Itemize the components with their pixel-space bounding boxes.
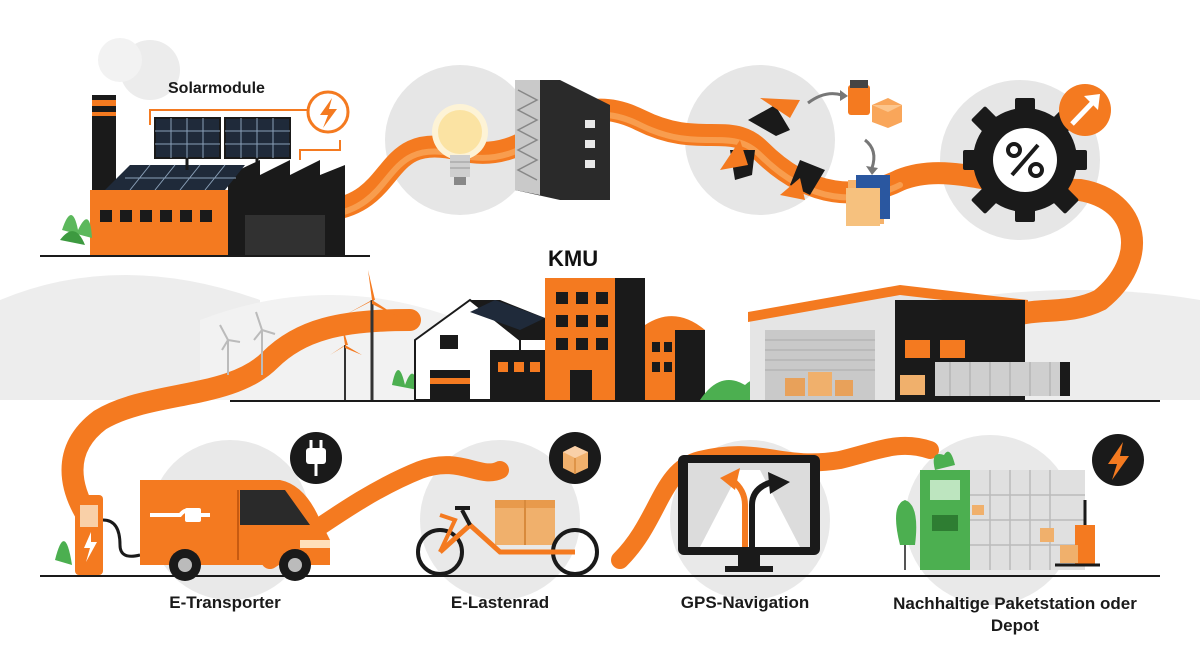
label-kmu: KMU bbox=[548, 246, 599, 271]
percent-icon bbox=[1006, 142, 1044, 178]
lightning-bolt-icon bbox=[306, 90, 350, 134]
cargo-bike bbox=[416, 500, 599, 576]
orange-wind-turbines bbox=[330, 270, 400, 400]
factory bbox=[40, 38, 370, 257]
package-icon bbox=[549, 432, 601, 484]
label-e-lastenrad: E-Lastenrad bbox=[450, 593, 550, 612]
kmu-buildings bbox=[414, 278, 705, 401]
label-solarmodule: Solarmodule bbox=[168, 80, 265, 97]
light-bulb-icon bbox=[432, 104, 488, 185]
recycle-icon bbox=[720, 98, 825, 200]
charging-station bbox=[55, 495, 141, 575]
arrow-up-icon bbox=[1059, 84, 1111, 136]
label-paketstation: Nachhaltige Paketstation oder Depot bbox=[893, 594, 1137, 635]
label-e-transporter: E-Transporter bbox=[169, 593, 281, 612]
warehouse bbox=[748, 285, 1070, 400]
gps-monitor bbox=[678, 455, 820, 572]
plant bbox=[392, 370, 418, 390]
lightning-bolt-icon bbox=[1092, 434, 1144, 486]
insulated-building bbox=[515, 80, 610, 200]
plug-icon bbox=[290, 432, 342, 484]
wind-turbines bbox=[219, 311, 276, 375]
roof-solar-panels bbox=[105, 164, 245, 191]
paketstation bbox=[896, 451, 1100, 570]
e-transporter-van bbox=[140, 480, 330, 581]
recycled-materials bbox=[807, 80, 902, 226]
solar-modules bbox=[154, 117, 291, 170]
label-gps-navigation: GPS-Navigation bbox=[680, 593, 810, 612]
